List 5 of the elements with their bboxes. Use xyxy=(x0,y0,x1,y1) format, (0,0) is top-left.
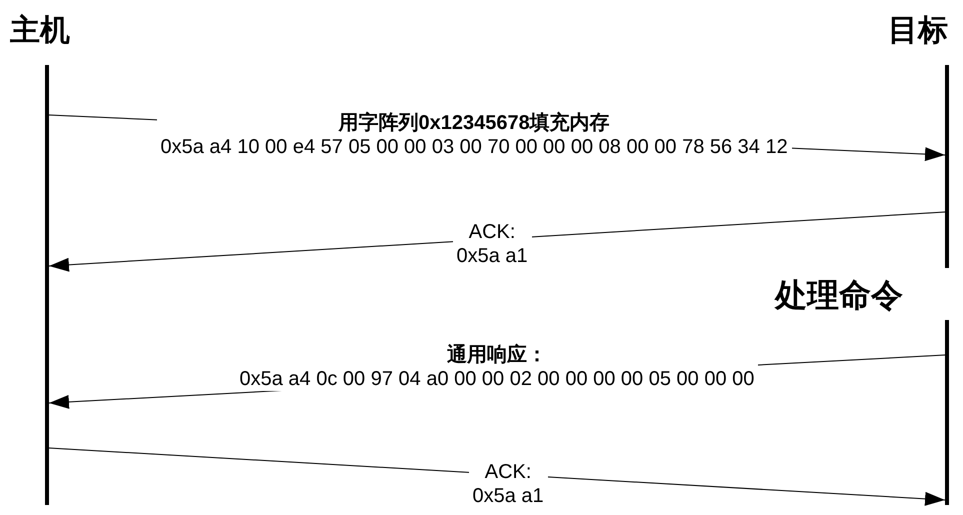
arrow xyxy=(48,448,946,506)
lifeline-heading: 处理命令 xyxy=(775,276,903,315)
arrow xyxy=(48,212,946,272)
lifeline-heading: 目标 xyxy=(888,13,948,49)
lifeline-heading: 主机 xyxy=(10,12,70,49)
